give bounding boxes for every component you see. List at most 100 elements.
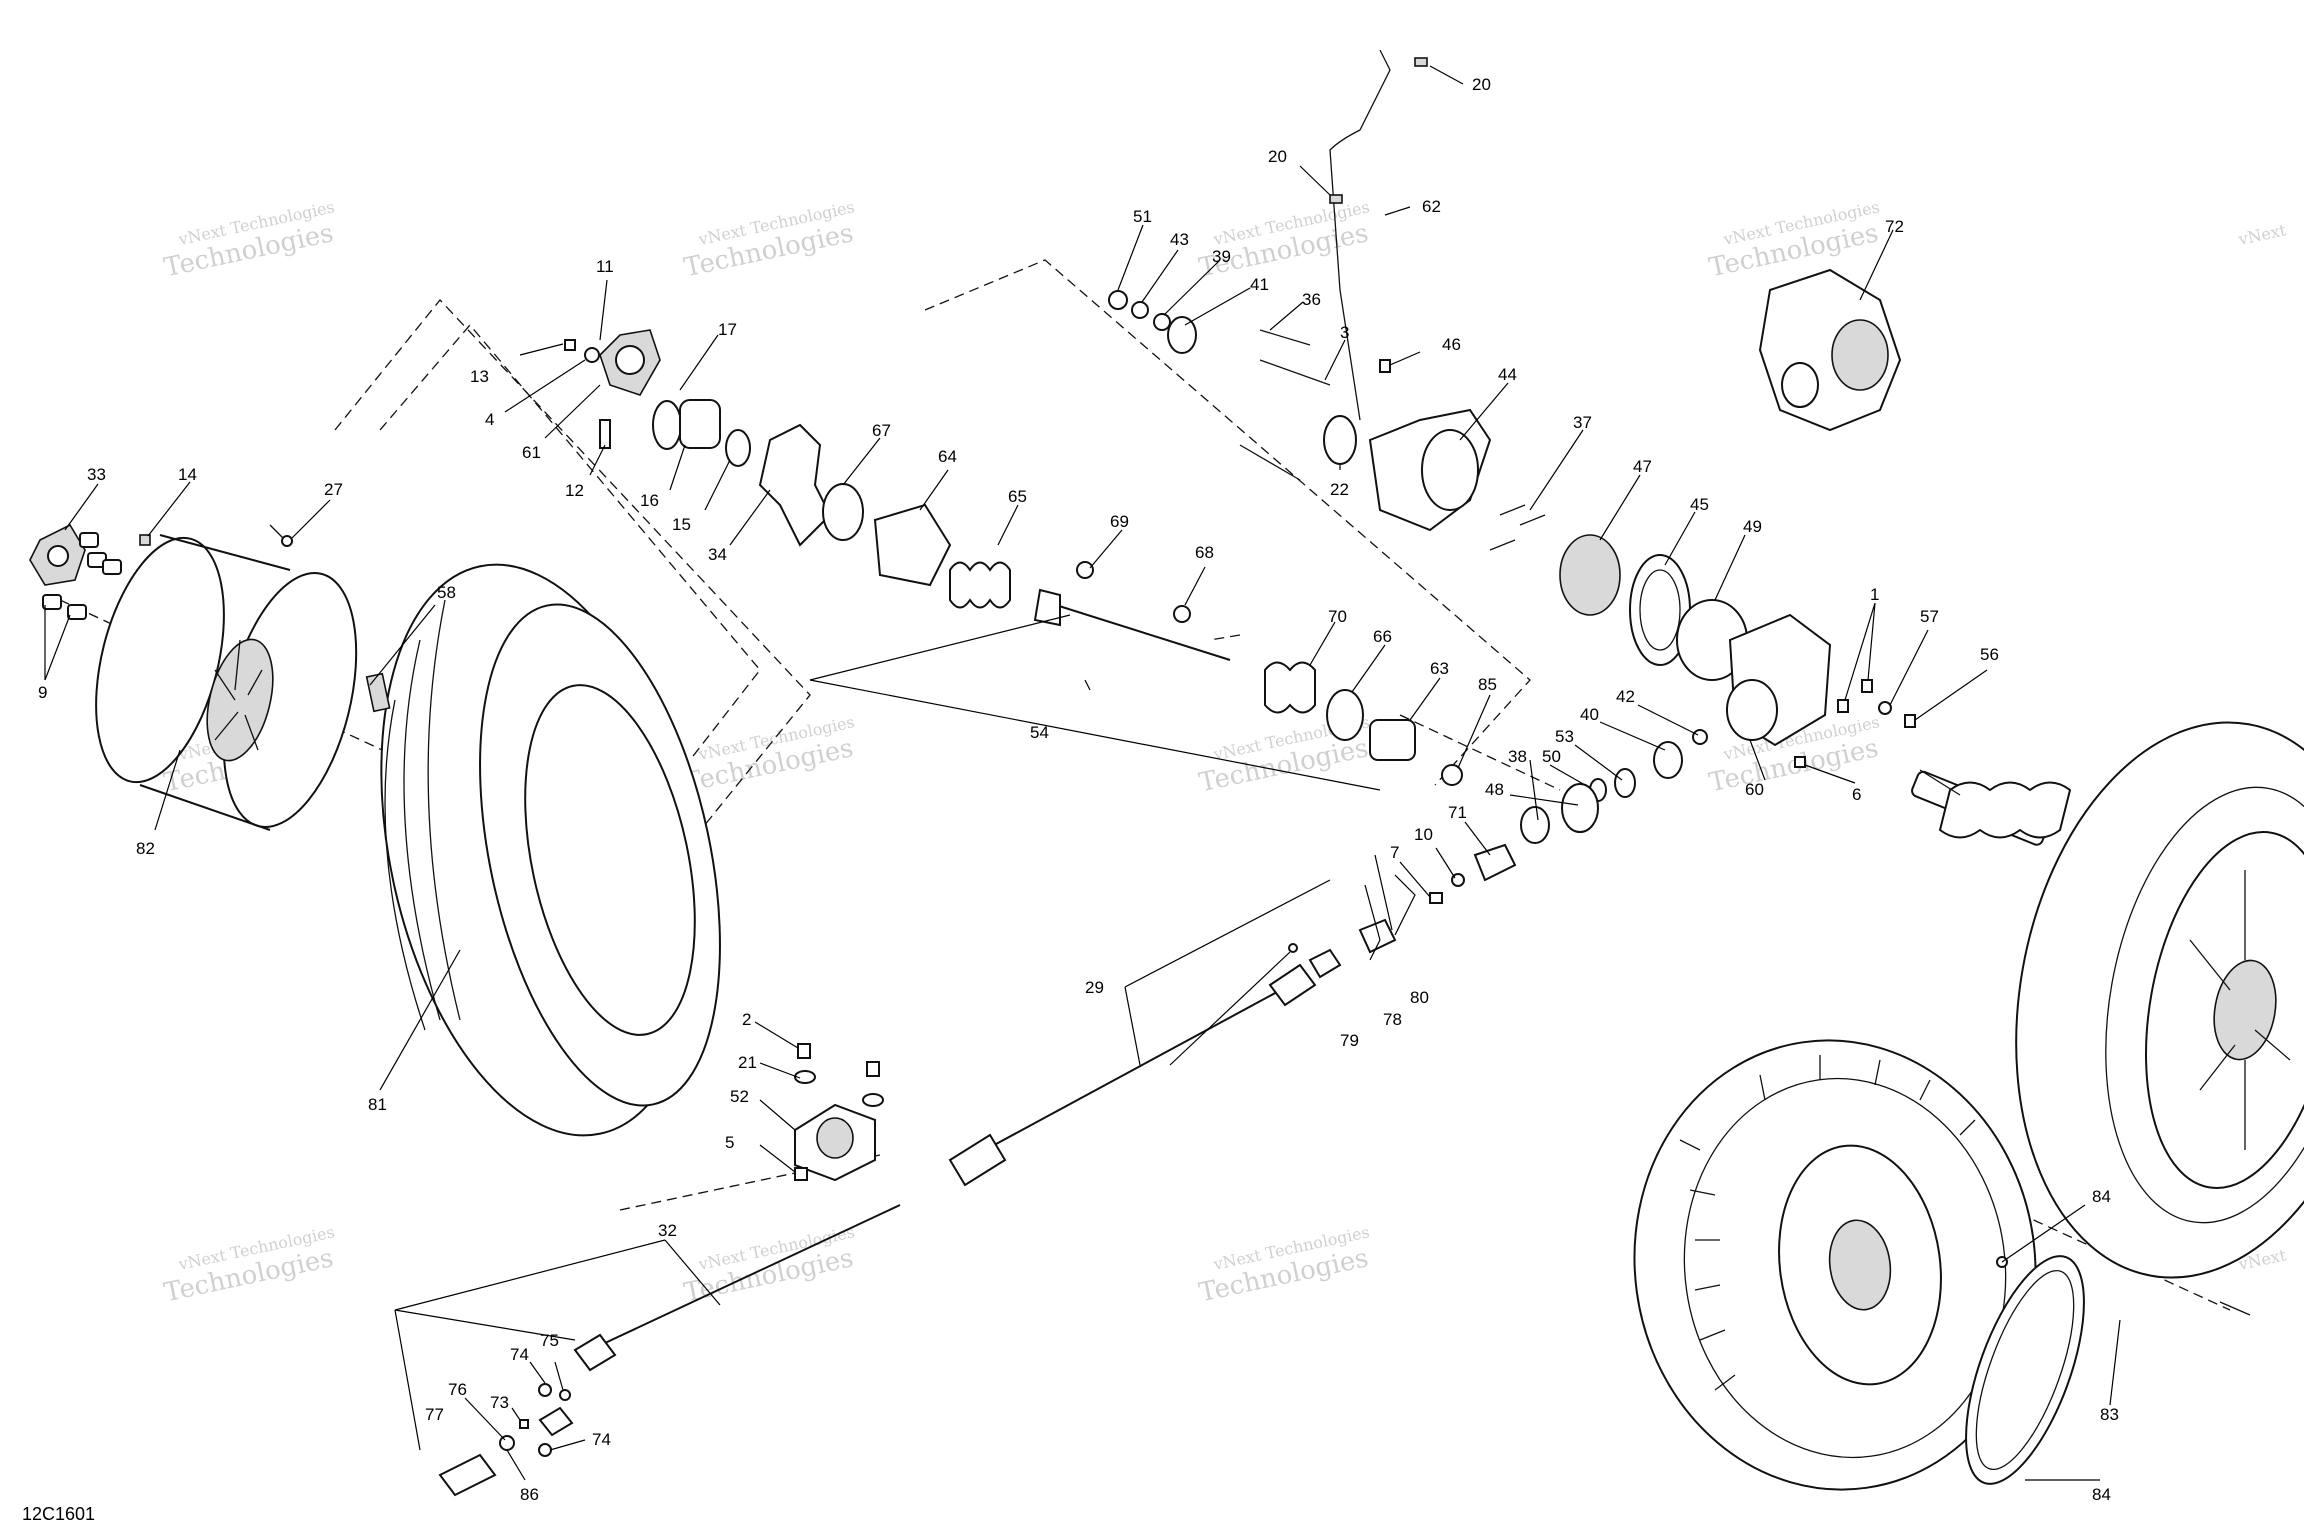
tire-81 <box>380 563 721 1137</box>
diagram-code: 12C1601 <box>22 1504 95 1524</box>
washer-21b <box>862 1093 884 1107</box>
callout-70: 70 <box>1328 607 1347 626</box>
driveshaft-tube <box>984 984 1291 1151</box>
screw-27 <box>269 524 293 547</box>
bolts-36 <box>1259 329 1311 346</box>
callout-9: 9 <box>38 683 47 702</box>
watermark: vNext Technologies Technologies <box>681 712 856 798</box>
callout-78: 78 <box>1383 1010 1402 1029</box>
callout-72: 72 <box>1885 217 1904 236</box>
lug-nut <box>102 559 122 575</box>
leader <box>842 437 1123 569</box>
ring-39 <box>1153 313 1171 331</box>
callout-7: 7 <box>1390 843 1399 862</box>
callout-86: 86 <box>520 1485 539 1504</box>
label-58 <box>365 672 391 713</box>
yoke-80 <box>1358 918 1397 954</box>
bolt-long <box>1239 444 1301 481</box>
callout-80: 80 <box>1410 988 1429 1007</box>
grease-79 <box>1288 943 1298 953</box>
tread-blocks <box>1679 1055 1976 1391</box>
callout-11: 11 <box>596 257 614 276</box>
callout-3: 3 <box>1340 323 1349 342</box>
leader <box>2001 1204 2121 1481</box>
callout-36: 36 <box>1302 290 1321 309</box>
lug-nut <box>42 594 62 610</box>
callout-12: 12 <box>565 481 584 500</box>
leader <box>394 1239 721 1451</box>
valve-14 <box>139 534 151 546</box>
callout-74: 74 <box>510 1345 529 1364</box>
yoke-77 <box>438 1453 497 1497</box>
clamp-67 <box>822 483 864 541</box>
callout-53: 53 <box>1555 727 1574 746</box>
callout-14: 14 <box>178 465 197 484</box>
fitting-46 <box>1379 359 1391 373</box>
valve-stem <box>139 534 151 546</box>
hub-knuckle-parts <box>564 329 1463 786</box>
watermark: vNext Technologies Technologies <box>161 1222 336 1308</box>
callout-20: 20 <box>1268 147 1287 166</box>
bearing-41 <box>1167 316 1197 354</box>
callout-49: 49 <box>1743 517 1762 536</box>
leader <box>504 279 719 413</box>
callout-67: 67 <box>872 421 891 440</box>
callout-64: 64 <box>938 447 957 466</box>
driveshaft-center-line <box>619 1154 881 1211</box>
bolt-2b <box>866 1061 880 1077</box>
callout-20: 20 <box>1472 75 1491 94</box>
lug-nuts-9 <box>42 532 122 620</box>
u-joint-76 <box>538 1406 574 1437</box>
right-drive-axle <box>1911 769 2072 846</box>
ring-43 <box>1131 301 1149 319</box>
seal-22 <box>1323 415 1357 465</box>
axle-end <box>1033 588 1061 627</box>
driveshaft-32 <box>438 1204 901 1497</box>
callout-47: 47 <box>1633 457 1652 476</box>
u-joint-78 <box>1308 948 1342 979</box>
bearing-40 <box>1653 741 1683 779</box>
callout-84: 84 <box>2092 1485 2111 1504</box>
lug-nut <box>67 604 87 620</box>
tire-tread-lines <box>384 599 461 1031</box>
bolt-83 <box>2219 1301 2251 1316</box>
seal-38 <box>1520 806 1550 844</box>
callout-45: 45 <box>1690 495 1709 514</box>
yoke-32 <box>573 1333 617 1372</box>
callout-33: 33 <box>87 465 106 484</box>
tread-hub <box>1828 1219 1892 1311</box>
circlip-74a <box>538 1383 552 1397</box>
leader <box>1299 65 1464 216</box>
leader <box>1124 879 1381 1066</box>
tread-tire-inner <box>1683 1077 2007 1459</box>
tread-tire-assembly <box>1633 1039 2251 1491</box>
drive-center-line <box>1399 714 1561 791</box>
rim-barrel <box>139 534 291 831</box>
callout-38: 38 <box>1508 747 1527 766</box>
callout-63: 63 <box>1430 659 1449 678</box>
callout-54: 54 <box>1030 723 1049 742</box>
nut-7 <box>1429 892 1443 904</box>
beadlock-ring-84 <box>1965 1255 2085 1485</box>
clip-20-top <box>1414 57 1428 67</box>
stud-12 <box>599 419 611 449</box>
leader <box>1364 854 1416 941</box>
leader <box>1509 704 1699 821</box>
callout-29: 29 <box>1085 978 1104 997</box>
rear-wheel-assembly-right <box>2015 721 2304 1279</box>
callout-41: 41 <box>1250 275 1269 294</box>
axle-shaft-54 <box>1039 599 1231 661</box>
o-ring-85 <box>1441 764 1463 786</box>
rim-spokes-right <box>2189 870 2291 1150</box>
callout-82: 82 <box>136 839 155 858</box>
cv-joint-64 <box>873 503 952 587</box>
callout-40: 40 <box>1580 705 1599 724</box>
seal-51 <box>1108 290 1128 310</box>
hub-cap-center <box>47 545 69 567</box>
leader <box>1117 224 1251 326</box>
callout-34: 34 <box>708 545 727 564</box>
callout-65: 65 <box>1008 487 1027 506</box>
bearing-16 <box>679 399 721 449</box>
callout-5: 5 <box>725 1133 734 1152</box>
yoke-rear <box>1268 963 1317 1007</box>
